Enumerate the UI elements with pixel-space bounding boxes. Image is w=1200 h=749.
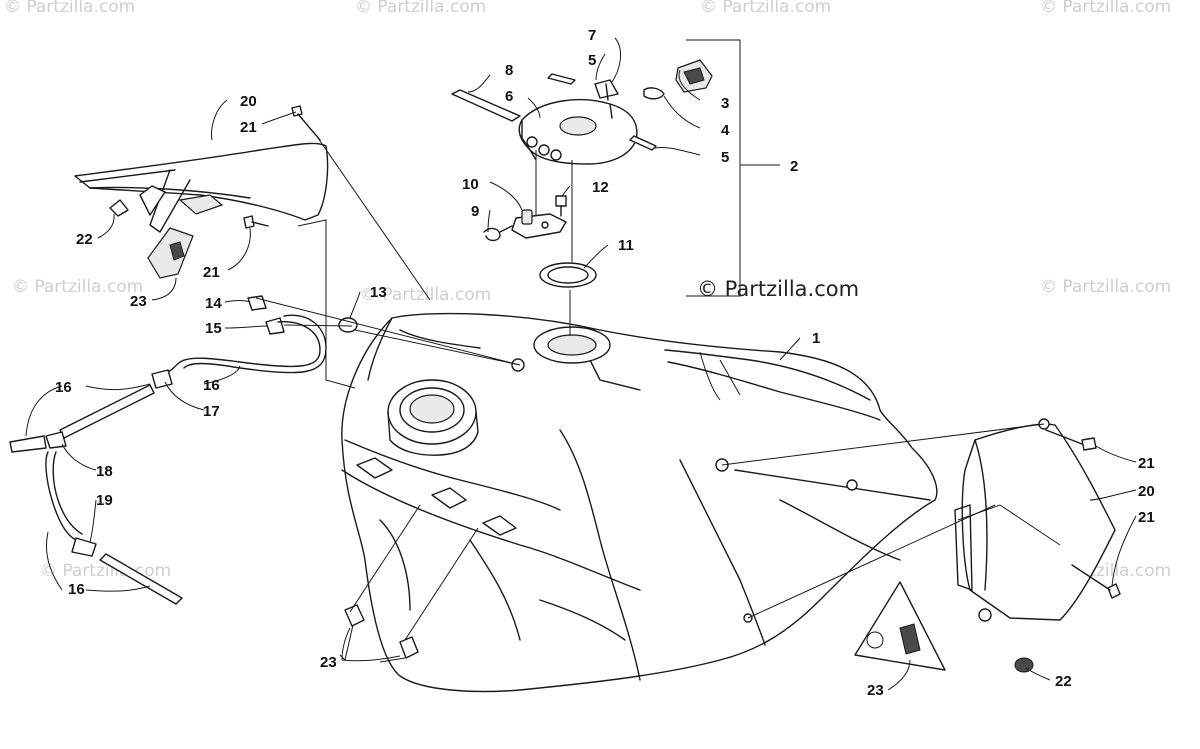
callout-16: 16 [55, 379, 72, 396]
callout-7: 7 [588, 27, 596, 44]
callout-10: 10 [462, 176, 479, 193]
callout-21: 21 [1138, 509, 1155, 526]
callout-labels: 1 2 3 4 5 5 6 7 8 9 10 11 12 13 14 15 16… [55, 27, 1155, 699]
callout-20: 20 [1138, 483, 1155, 500]
leader-lines [255, 39, 1045, 663]
callout-11: 11 [618, 237, 634, 254]
callout-18: 18 [96, 463, 113, 480]
callout-5: 5 [721, 149, 729, 166]
callout-2: 2 [790, 158, 798, 175]
callout-12: 12 [592, 179, 609, 196]
callout-15: 15 [205, 320, 222, 337]
watermark: © Partzilla.com [360, 285, 491, 305]
callout-21: 21 [1138, 455, 1155, 472]
callout-9: 9 [471, 203, 479, 220]
grommet-13 [338, 317, 358, 333]
watermark: © Partzilla.com [12, 277, 143, 297]
callout-17: 17 [203, 403, 220, 420]
callout-4: 4 [721, 122, 730, 139]
small-hardware [109, 105, 1121, 673]
callout-21: 21 [240, 119, 257, 136]
callout-13: 13 [370, 284, 387, 301]
callout-16: 16 [203, 377, 220, 394]
fuel-tank [341, 312, 938, 693]
watermark: © Partzilla.com [355, 0, 486, 17]
watermark: © Partzilla.com [4, 0, 135, 17]
hose-assembly [9, 295, 327, 605]
watermark: © Partzilla.com [700, 0, 831, 17]
callout-23: 23 [867, 682, 884, 699]
callout-1: 1 [812, 330, 820, 347]
rod-8 [451, 89, 521, 122]
callout-5: 5 [588, 52, 596, 69]
callout-19: 19 [96, 492, 113, 509]
seal-and-clamp [483, 150, 597, 336]
callout-21: 21 [203, 264, 220, 281]
callout-22: 22 [76, 231, 93, 248]
watermark: © Partzilla.com [1040, 0, 1171, 17]
watermark: © Partzilla.com [1040, 277, 1171, 297]
callout-23: 23 [320, 654, 337, 671]
callout-3: 3 [721, 95, 729, 112]
callout-20: 20 [240, 93, 257, 110]
pump-cap-assembly [451, 59, 713, 165]
callout-8: 8 [505, 62, 513, 79]
callout-22: 22 [1055, 673, 1072, 690]
callout-brackets [25, 37, 1137, 691]
callout-14: 14 [205, 295, 222, 312]
callout-6: 6 [505, 88, 513, 105]
brand-label: © Partzilla.com [697, 277, 859, 301]
callout-16: 16 [68, 581, 85, 598]
left-side-panel [74, 142, 356, 389]
callout-23: 23 [130, 293, 147, 310]
